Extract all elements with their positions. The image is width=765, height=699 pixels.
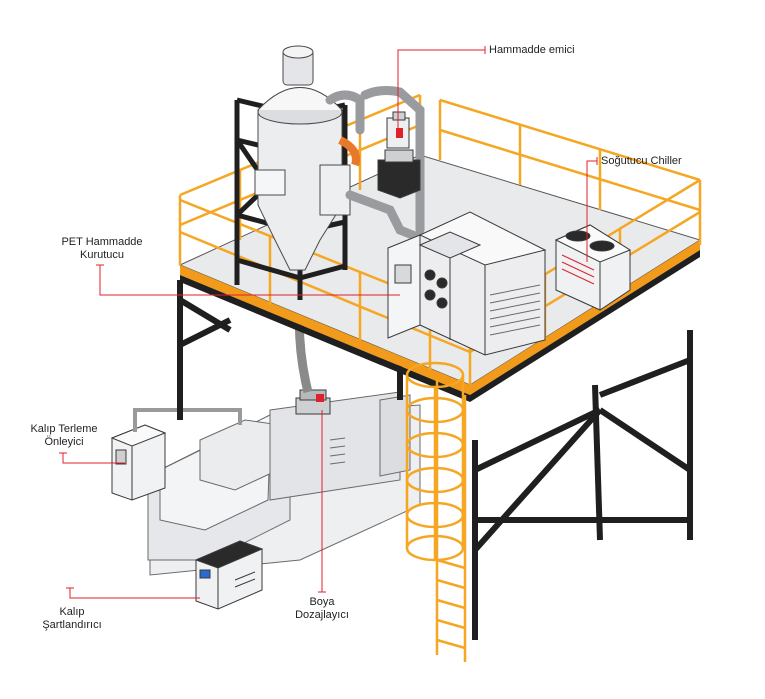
access-ladder <box>405 361 467 662</box>
dryer-cabinet <box>387 211 547 356</box>
vacuum-loader-unit <box>377 111 421 199</box>
label-color-doser-line2: Dozajlayıcı <box>295 609 349 621</box>
label-vacuum-loader: Hammadde emici <box>489 44 575 57</box>
color-doser-unit <box>295 389 331 415</box>
label-pet-dryer: PET Hammadde Kurutucu <box>52 236 152 262</box>
label-pet-dryer-line1: PET Hammadde <box>61 236 143 248</box>
label-chiller-text: Soğutucu Chiller <box>601 155 682 167</box>
label-vacuum-loader-text: Hammadde emici <box>489 44 575 56</box>
label-pet-dryer-line2: Kurutucu <box>79 249 125 261</box>
chiller-unit <box>554 224 632 311</box>
mold-controller-unit <box>194 540 264 610</box>
label-color-doser-line1: Boya <box>309 596 335 608</box>
dryer-hopper <box>254 45 360 271</box>
label-chiller: Soğutucu Chiller <box>601 155 682 168</box>
label-mold-dehumidifier-line1: Kalıp Terleme <box>30 423 98 435</box>
label-color-doser: Boya Dozajlayıcı <box>282 596 362 622</box>
label-mold-controller-line1: Kalıp <box>59 606 85 618</box>
injection-molding-machine <box>147 391 421 576</box>
label-mold-controller: Kalıp Şartlandırıcı <box>22 606 122 632</box>
label-mold-dehumidifier-line2: Önleyici <box>44 436 84 448</box>
mold-dehumidifier-unit <box>110 408 242 501</box>
callout-lines <box>59 46 598 599</box>
label-mold-dehumidifier: Kalıp Terleme Önleyici <box>14 423 114 449</box>
label-mold-controller-line2: Şartlandırıcı <box>42 619 102 631</box>
